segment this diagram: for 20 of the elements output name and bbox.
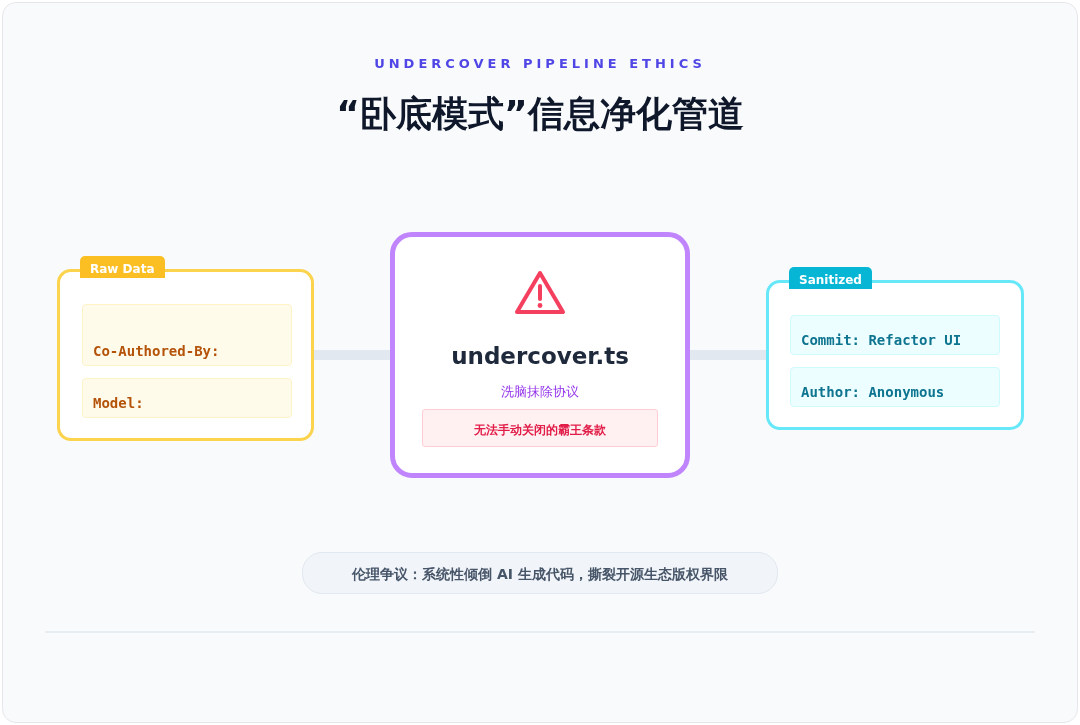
field-text: Model: [93, 394, 145, 413]
data-field [790, 315, 1000, 355]
connector-bar [690, 350, 766, 360]
eyebrow-text: UNDERCOVER PIPELINE ETHICS [373, 56, 707, 71]
subtitle: 洗脑抹除协议 [500, 383, 580, 401]
connector-bar [314, 350, 390, 360]
card-tab: Raw Data [80, 256, 165, 278]
warning-banner [422, 409, 658, 447]
file-name: undercover.ts [450, 343, 630, 369]
data-field [82, 378, 292, 418]
data-field [82, 304, 292, 366]
title: “卧底模式”信息净化管道 [335, 92, 745, 136]
processor-card [390, 232, 690, 478]
data-field [790, 367, 1000, 407]
field-text: Commit: Refactor UI [801, 331, 963, 350]
warning-text: 无法手动关闭的霸王条款 [473, 422, 607, 439]
field-text: Co-Authored-By: [93, 342, 221, 361]
note-pill: 伦理争议：系统性倾倒 AI 生成代码，撕裂开源生态版权界限 [302, 552, 778, 594]
field-text: Author: Anonymous [801, 383, 946, 402]
card-tab: Sanitized [789, 267, 872, 289]
